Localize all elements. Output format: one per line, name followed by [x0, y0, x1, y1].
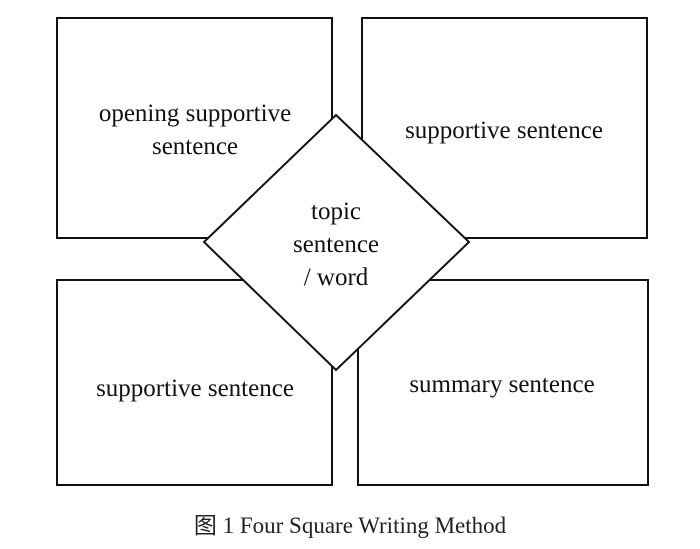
square-bottom-right [357, 279, 649, 486]
top-left-label-line-2: sentence [152, 133, 238, 160]
center-label-line-3: / word [304, 264, 369, 291]
center-label-line-2: sentence [293, 231, 379, 258]
top-right-label: supportive sentence [405, 117, 603, 144]
center-diamond [202, 113, 471, 372]
bottom-right-label: summary sentence [409, 371, 594, 398]
center-label-line-1: topic [311, 198, 361, 225]
bottom-left-label: supportive sentence [96, 375, 294, 402]
figure-caption: 图 1 Four Square Writing Method [193, 513, 507, 538]
top-left-label-line-1: opening supportive [99, 100, 291, 127]
